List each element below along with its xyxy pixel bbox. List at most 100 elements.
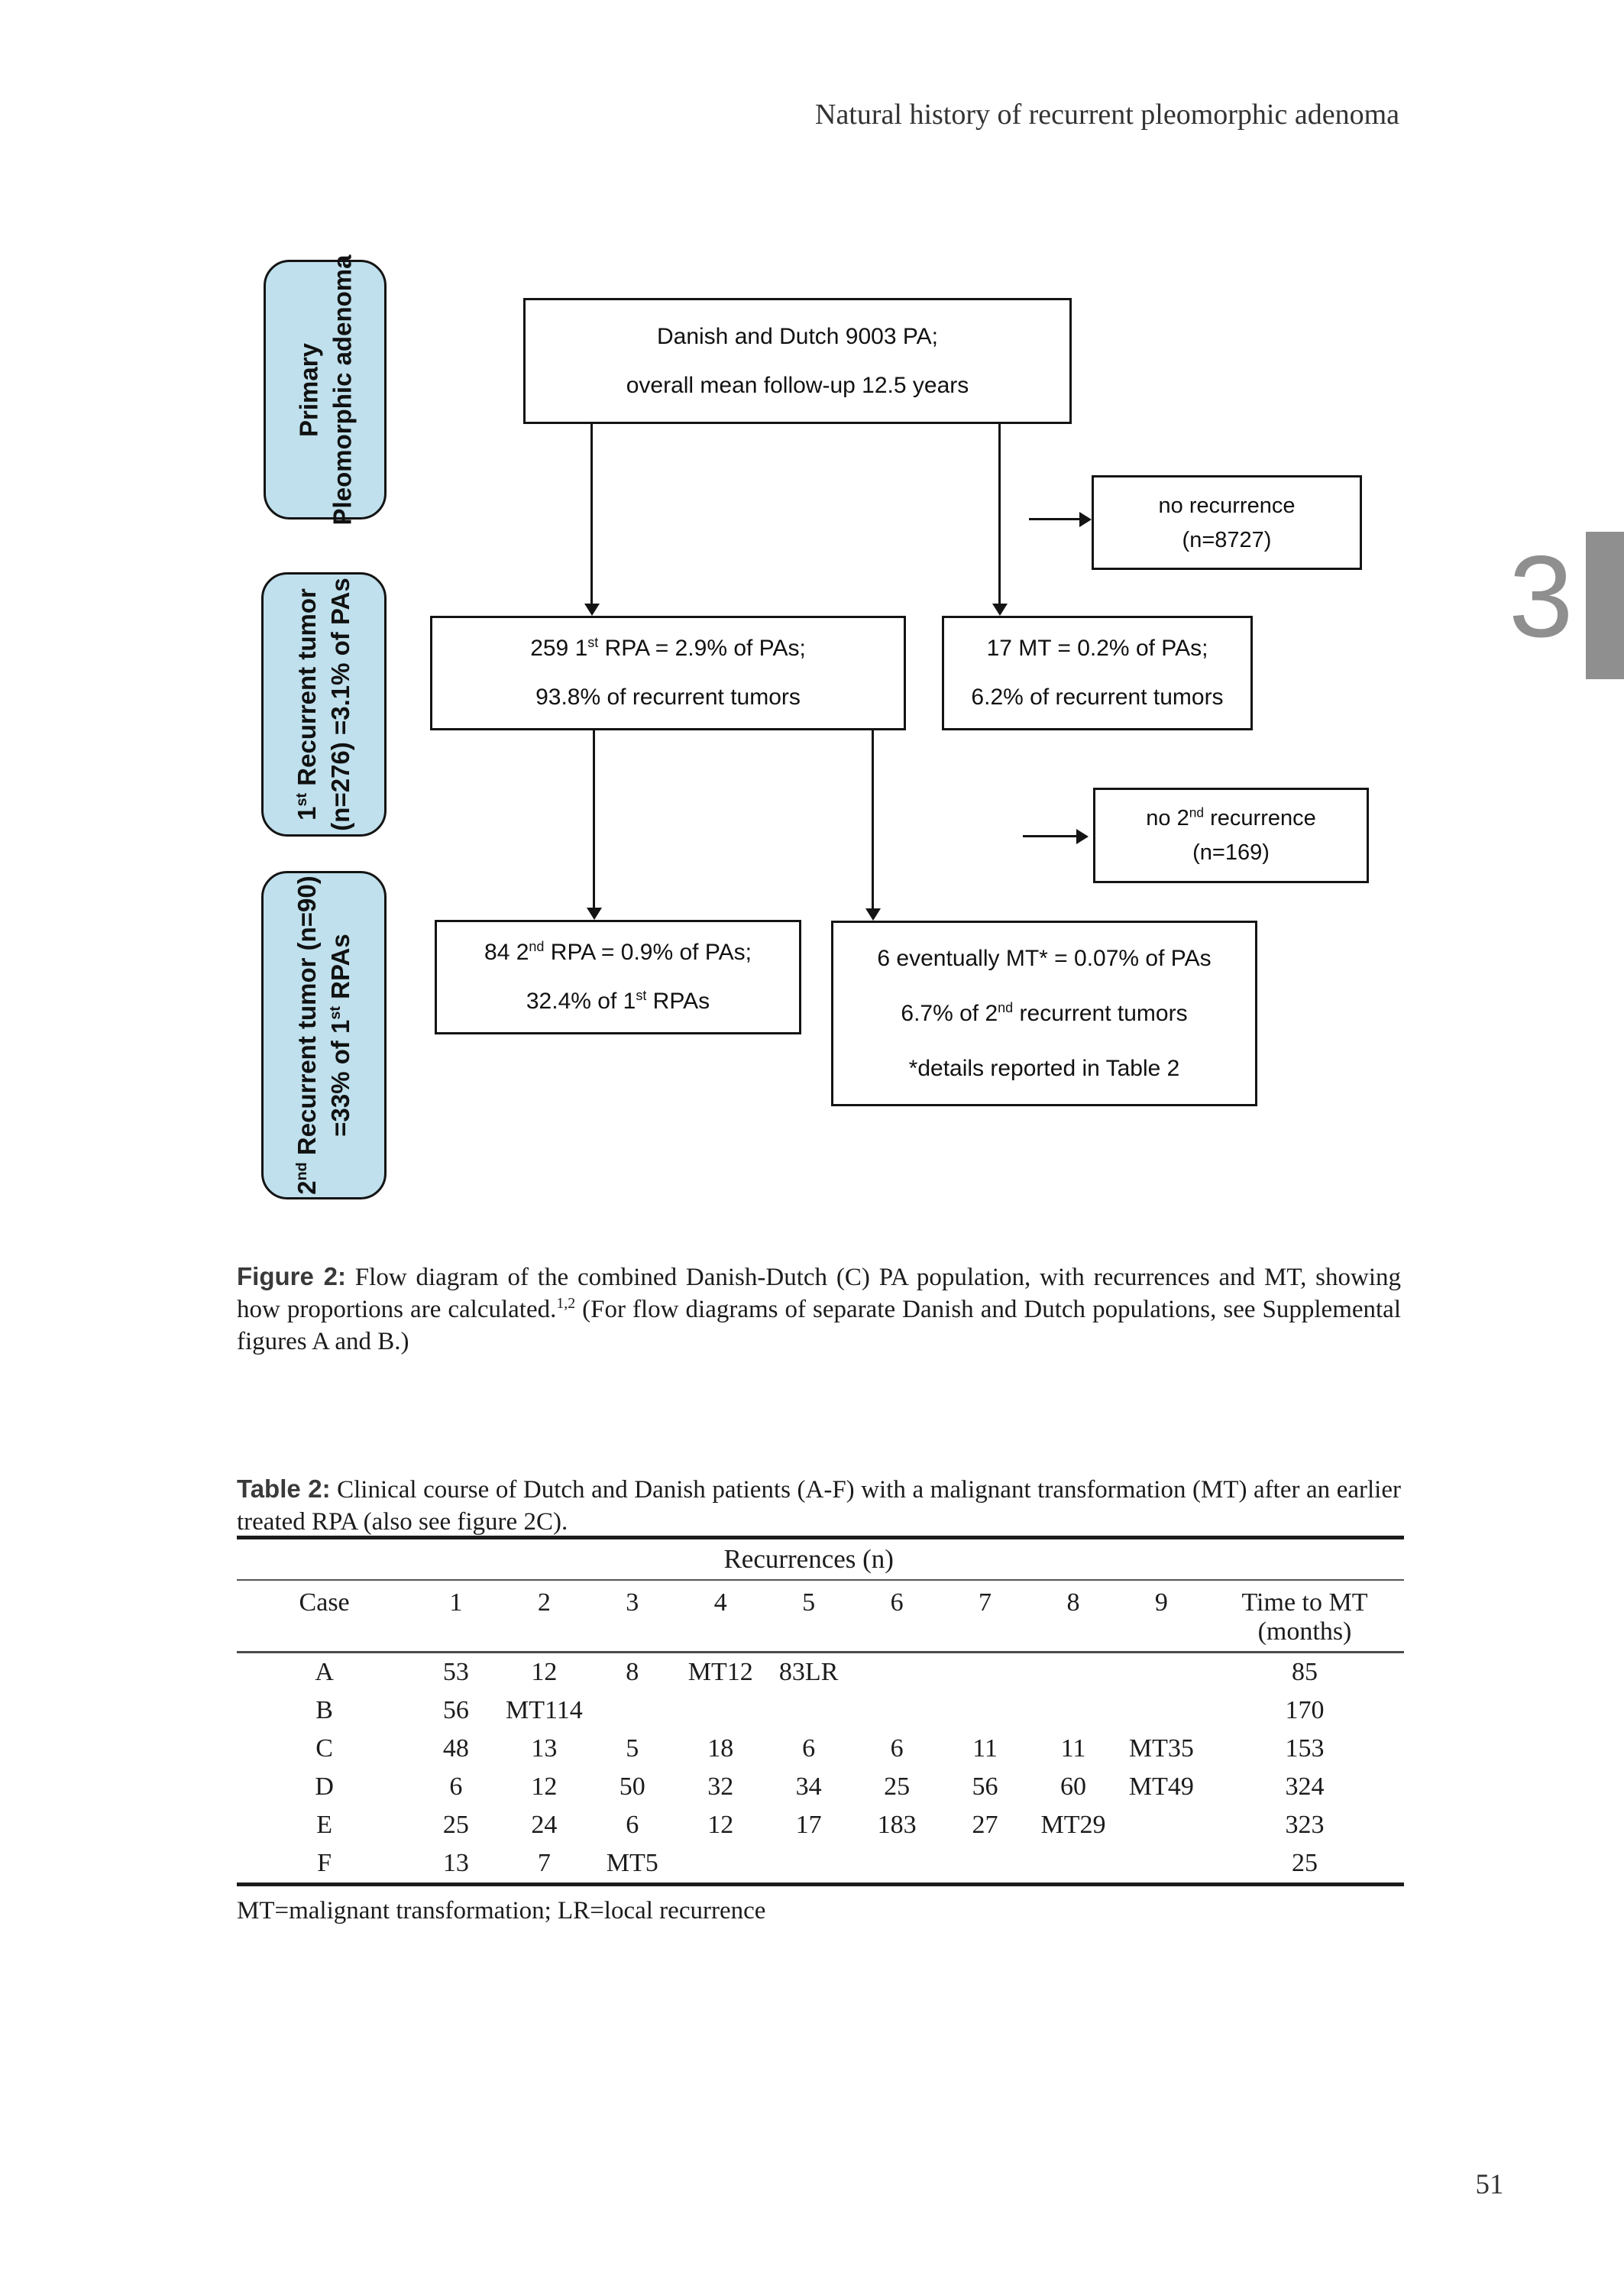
flow-box-text: (n=169) <box>1192 840 1270 865</box>
side-label-first-recurrent: 1st Recurrent tumor (n=276) =3.1% of PAs <box>261 572 387 837</box>
table-cell: 12 <box>531 1772 558 1801</box>
table-cell-time-to-mt: 170 <box>1285 1696 1325 1724</box>
flow-box-text: no 2nd recurrence <box>1146 804 1316 830</box>
table-cell-time-to-mt: 85 <box>1292 1658 1318 1686</box>
table-cell: 32 <box>707 1772 734 1801</box>
column-header: 9 <box>1154 1588 1168 1617</box>
table-cell-case: C <box>315 1734 333 1763</box>
side-label-line: (n=276) =3.1% of PAs <box>326 578 354 831</box>
connector-to-no-second-recurrence <box>1023 835 1078 837</box>
connector-root-to-mt1 <box>998 424 1001 604</box>
column-header-time-to-mt: Time to MT (months) <box>1241 1588 1368 1646</box>
column-header: 2 <box>537 1588 551 1617</box>
figure-caption: Figure 2: Flow diagram of the combined D… <box>237 1261 1401 1358</box>
table-cell: 56 <box>442 1696 469 1724</box>
table-cell: 18 <box>707 1734 734 1763</box>
figure-caption-text: Flow diagram of the combined Danish-Dutc… <box>237 1264 1402 1323</box>
table-cell: 56 <box>972 1772 998 1801</box>
table-cell-time-to-mt: 324 <box>1285 1772 1325 1801</box>
table-cell: 83LR <box>778 1658 839 1686</box>
table-caption-text: Clinical course of Dutch and Danish pati… <box>237 1476 1401 1536</box>
flow-box-rpa1: 259 1st RPA = 2.9% of PAs; 93.8% of recu… <box>430 616 906 730</box>
side-label-line: Pleomorphic adenoma <box>328 254 356 526</box>
table-cell-case: B <box>315 1696 333 1724</box>
flow-box-text: (n=8727) <box>1182 527 1272 552</box>
table-cell: 13 <box>442 1849 469 1877</box>
table-cell: 6 <box>890 1734 904 1763</box>
chapter-number: 3 <box>1509 532 1574 662</box>
table-cell: 17 <box>795 1811 822 1839</box>
table-cell: 25 <box>442 1811 469 1839</box>
table-cell: 13 <box>531 1734 558 1763</box>
flow-box-text: 84 2nd RPA = 0.9% of PAs; <box>484 939 752 965</box>
table-cell-time-to-mt: 323 <box>1285 1811 1325 1839</box>
table-cell: 34 <box>795 1772 822 1801</box>
arrowhead-down-icon <box>584 604 600 616</box>
side-label-line: Primary <box>294 343 322 437</box>
page-number: 51 <box>1475 2169 1504 2200</box>
table-footnote: MT=malignant transformation; LR=local re… <box>237 1897 766 1925</box>
connector-root-to-rpa1 <box>590 424 593 604</box>
flow-box-text: 93.8% of recurrent tumors <box>535 685 801 710</box>
column-header: 6 <box>890 1588 904 1617</box>
column-header: 4 <box>713 1588 727 1617</box>
column-header: 5 <box>802 1588 816 1617</box>
flow-box-text: *details reported in Table 2 <box>908 1055 1180 1081</box>
arrowhead-down-icon <box>865 908 881 921</box>
table-rule-bottom <box>237 1882 1404 1886</box>
column-header: 1 <box>449 1588 463 1617</box>
table-group-header-row: Recurrences (n) <box>237 1539 1404 1579</box>
flow-box-text: 259 1st RPA = 2.9% of PAs; <box>530 635 806 661</box>
table-row: B 56 MT114 170 <box>237 1691 1404 1730</box>
column-header: 8 <box>1066 1588 1080 1617</box>
table-rule <box>237 1651 1404 1653</box>
table-cell: 6 <box>449 1772 463 1801</box>
table-cell: 60 <box>1059 1772 1086 1801</box>
side-label-primary-pa-box <box>264 260 387 520</box>
table-cell: MT12 <box>687 1658 753 1686</box>
connector-rpa1-to-rpa2 <box>593 730 595 908</box>
data-table: Recurrences (n) Case 1 2 3 4 5 6 7 8 9 T… <box>237 1536 1404 1925</box>
table-cell: 50 <box>619 1772 645 1801</box>
flow-box-text: 17 MT = 0.2% of PAs; <box>986 636 1208 661</box>
side-label-second-recurrent-box <box>261 871 387 1199</box>
table-header-row: Case 1 2 3 4 5 6 7 8 9 Time to MT (month… <box>237 1581 1404 1651</box>
table-cell-case: D <box>315 1772 334 1801</box>
side-label-second-recurrent: 2nd Recurrent tumor (n=90) =33% of 1st R… <box>261 871 387 1199</box>
table-cell: MT5 <box>606 1849 658 1877</box>
side-label-first-recurrent-box <box>261 572 387 837</box>
flow-box-text: overall mean follow-up 12.5 years <box>626 372 969 398</box>
table-cell: 25 <box>884 1772 911 1801</box>
table-cell: 183 <box>877 1811 917 1839</box>
table-cell-case: E <box>316 1811 332 1839</box>
running-header: Natural history of recurrent pleomorphic… <box>815 99 1399 131</box>
table-cell: 12 <box>707 1811 734 1839</box>
table-cell: MT114 <box>505 1696 583 1724</box>
side-label-line: =33% of 1st RPAs <box>326 934 354 1137</box>
table-cell: 48 <box>442 1734 469 1763</box>
flow-box-text: Danish and Dutch 9003 PA; <box>656 323 938 349</box>
flow-box-no-second-recurrence: no 2nd recurrence (n=169) <box>1093 788 1369 883</box>
table-cell: MT29 <box>1040 1811 1106 1839</box>
table-cell: 6 <box>626 1811 639 1839</box>
table-cell: 7 <box>537 1849 551 1877</box>
flow-box-no-recurrence: no recurrence (n=8727) <box>1092 475 1362 570</box>
flow-box-text: no recurrence <box>1158 493 1296 518</box>
table-cell-case: A <box>315 1658 334 1686</box>
figure-caption-text: (For flow diagrams of separate Danish an… <box>237 1295 1401 1355</box>
table-caption: Table 2: Clinical course of Dutch and Da… <box>237 1473 1401 1539</box>
table-cell: 12 <box>531 1658 558 1686</box>
side-label-line: 2nd Recurrent tumor (n=90) <box>293 876 321 1195</box>
table-cell: 5 <box>626 1734 639 1763</box>
connector-to-no-recurrence <box>1029 518 1081 520</box>
flow-box-text: 6.7% of 2nd recurrent tumors <box>901 999 1188 1026</box>
table-cell: 11 <box>972 1734 998 1763</box>
flow-box-mt2: 6 eventually MT* = 0.07% of PAs 6.7% of … <box>831 921 1257 1106</box>
flow-box-mt1: 17 MT = 0.2% of PAs; 6.2% of recurrent t… <box>942 616 1253 730</box>
